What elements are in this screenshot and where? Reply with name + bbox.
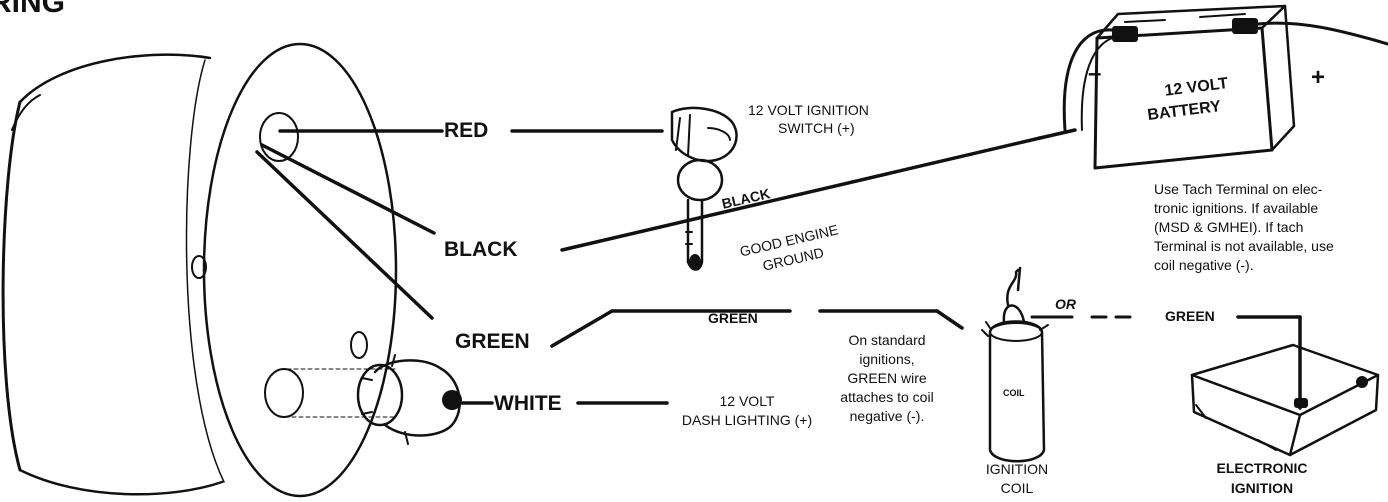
- battery-negative-sign: –: [1088, 60, 1102, 87]
- tach-note-line-1: Use Tach Terminal on elec-: [1154, 181, 1323, 197]
- tach-note-line-3: (MSD & GMHEI). If tach: [1154, 219, 1304, 235]
- ignition-switch: [670, 106, 738, 271]
- green-wire-label: GREEN: [455, 330, 530, 353]
- standard-note-line-3: GREEN wire: [847, 370, 927, 386]
- standard-note-line-2: ignitions,: [859, 351, 915, 367]
- dash-lighting-line-1: 12 VOLT: [719, 393, 775, 409]
- page-header-partial: RING: [0, 0, 65, 19]
- tach-note-line-2: tronic ignitions. If available: [1154, 200, 1319, 216]
- dash-lighting-line-2: DASH LIGHTING (+): [681, 412, 813, 428]
- coil-body-text: COIL: [1003, 388, 1025, 398]
- green-wire-mid-label: GREEN: [708, 310, 758, 326]
- ignition-switch-label: 12 VOLT IGNITION SWITCH (+): [748, 101, 869, 137]
- electronic-caption-line-2: IGNITION: [1230, 480, 1294, 496]
- ignition-switch-line-2: SWITCH (+): [778, 120, 855, 136]
- tach-note-line-5: coil negative (-).: [1154, 257, 1254, 273]
- red-wire-label: RED: [444, 119, 489, 142]
- ignition-coil-caption: IGNITION COIL: [962, 460, 1072, 498]
- lamp-socket: [356, 354, 462, 445]
- coil-caption-line-1: IGNITION: [985, 461, 1049, 477]
- standard-ignition-note: On standard ignitions, GREEN wire attach…: [818, 331, 956, 426]
- green-dashed-label: GREEN: [1165, 308, 1215, 324]
- ignition-switch-line-1: 12 VOLT IGNITION: [748, 102, 869, 118]
- battery: [1062, 4, 1388, 170]
- gauge-wires: [255, 128, 1302, 410]
- tach-terminal-note: Use Tach Terminal on elec- tronic igniti…: [1154, 180, 1334, 275]
- electronic-ignition-caption: ELECTRONIC IGNITION: [1207, 458, 1317, 498]
- tach-note-line-4: Terminal is not available, use: [1154, 238, 1334, 254]
- electronic-caption-line-1: ELECTRONIC: [1216, 460, 1308, 476]
- black-wire-label: BLACK: [444, 238, 518, 261]
- white-wire-label: WHITE: [494, 392, 562, 415]
- battery-positive-sign: +: [1311, 64, 1326, 91]
- standard-note-line-4: attaches to coil: [840, 389, 934, 405]
- standard-note-line-5: negative (-).: [849, 408, 925, 424]
- standard-note-line-1: On standard: [848, 332, 926, 348]
- or-label: OR: [1055, 296, 1076, 312]
- dash-lighting-label: 12 VOLT DASH LIGHTING (+): [672, 392, 822, 430]
- coil-caption-line-2: COIL: [1000, 480, 1034, 496]
- tachometer-gauge: [1, 42, 398, 498]
- electronic-ignition-box: [1190, 343, 1380, 457]
- ignition-coil: [981, 266, 1049, 463]
